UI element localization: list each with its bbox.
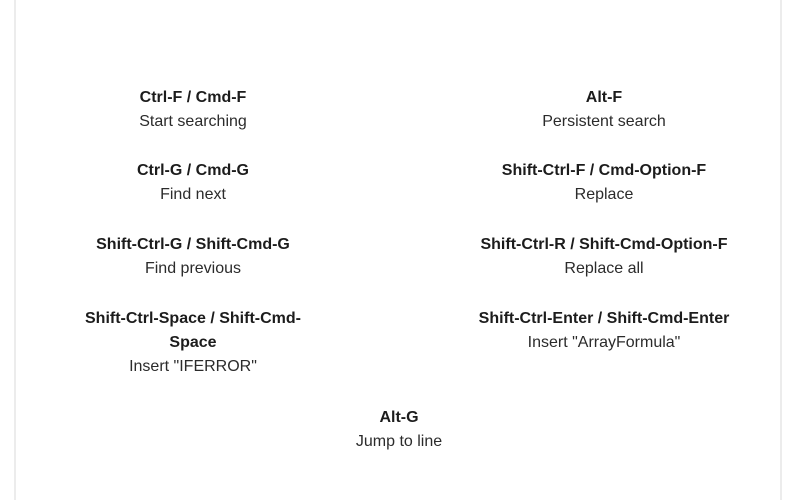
shortcut-keys: Shift-Ctrl-Enter / Shift-Cmd-Enter — [478, 310, 730, 327]
shortcut-description: Insert "ArrayFormula" — [527, 334, 681, 351]
shortcut-persistent-search: Alt-F Persistent search — [542, 86, 666, 134]
shortcut-description: Replace all — [564, 260, 644, 277]
shortcut-replace: Shift-Ctrl-F / Cmd-Option-F Replace — [502, 159, 706, 207]
shortcut-keys: Alt-G — [379, 409, 419, 426]
shortcuts-panel — [14, 0, 782, 500]
shortcut-description: Find next — [160, 186, 226, 203]
shortcut-keys: Alt-F — [585, 89, 623, 106]
shortcut-find-previous: Shift-Ctrl-G / Shift-Cmd-G Find previous — [96, 233, 290, 281]
shortcut-description: Jump to line — [355, 433, 443, 450]
shortcut-description: Start searching — [139, 113, 247, 130]
shortcut-start-searching: Ctrl-F / Cmd-F Start searching — [139, 86, 247, 134]
shortcut-jump-to-line: Alt-G Jump to line — [356, 406, 442, 454]
shortcut-keys: Ctrl-F / Cmd-F — [139, 89, 247, 106]
shortcut-keys-line1: Shift-Ctrl-Space / Shift-Cmd- — [85, 310, 301, 327]
shortcut-keys-line2: Space — [169, 334, 217, 351]
shortcut-keys: Shift-Ctrl-R / Shift-Cmd-Option-F — [480, 236, 728, 253]
shortcut-keys: Ctrl-G / Cmd-G — [137, 162, 249, 179]
shortcut-find-next: Ctrl-G / Cmd-G Find next — [137, 159, 249, 207]
shortcut-insert-iferror: Shift-Ctrl-Space / Shift-Cmd- Space Inse… — [85, 307, 301, 379]
shortcut-description: Persistent search — [542, 113, 666, 130]
shortcut-keys: Shift-Ctrl-F / Cmd-Option-F — [501, 162, 707, 179]
shortcut-description: Insert "IFERROR" — [129, 358, 257, 375]
shortcut-description: Replace — [574, 186, 634, 203]
shortcut-keys: Shift-Ctrl-G / Shift-Cmd-G — [96, 236, 290, 253]
shortcut-description: Find previous — [144, 260, 242, 277]
shortcut-insert-arrayformula: Shift-Ctrl-Enter / Shift-Cmd-Enter Inser… — [479, 307, 730, 355]
shortcut-replace-all: Shift-Ctrl-R / Shift-Cmd-Option-F Replac… — [480, 233, 727, 281]
